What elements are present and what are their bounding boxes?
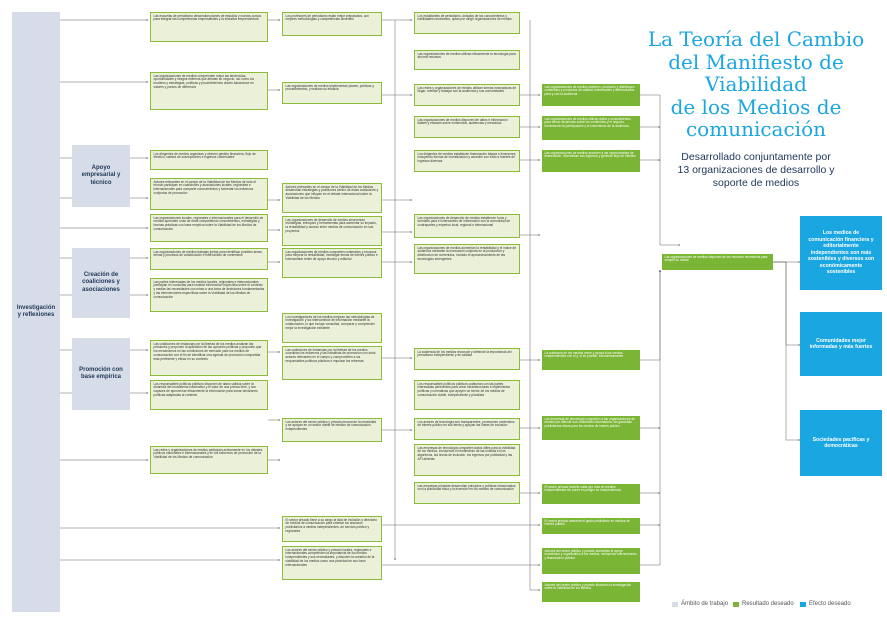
title-line: La Teoría del Cambio [647,27,865,51]
work-area-coalitions: Creación de coaliciones y asociaciones [72,248,130,318]
impact-box: Comunidades mejor informadas y más fuert… [800,312,882,376]
outcome-box: Las redes y organizaciones de medios uti… [414,84,520,106]
outcome-box: Las redes y organizaciones de medios par… [150,446,268,474]
outcome-box: Las partes interesadas de los medios loc… [150,278,268,312]
result-box: El sector privado aumenta el gasto publi… [542,518,640,534]
subtitle-line: 13 organizaciones de desarrollo y [677,164,835,176]
diagram-subtitle: Desarrollado conjuntamente por 13 organi… [640,151,872,190]
legend-item-effect: Efecto deseado [800,601,851,607]
outcome-box: Las organizaciones de medios trabajan ju… [150,248,268,270]
outcome-box: Las organizaciones locales, regionales e… [150,214,268,242]
impact-box: Los medios de comunicación financiera y … [800,216,882,290]
outcome-box: Las organizaciones de medios aumentan la… [414,244,520,274]
legend-item-result: Resultado deseado [733,601,794,607]
title-line: del Manifiesto de [668,49,844,74]
result-box: Actores del sector público y privado aum… [542,548,640,574]
subtitle-line: soporte de medios [712,177,800,189]
outcome-box: Las organizaciones de medios comparten c… [282,248,382,278]
outcome-box: Las empresas privadas desarrollan princi… [414,482,520,504]
outcome-box: Las organizaciones de desarrollo de medi… [414,214,520,238]
outcome-box: Las organizaciones de medios disponen de… [414,116,520,138]
outcome-box: Las organizaciones de desarrollo de medi… [282,216,382,246]
outcome-box: Actores relevantes en el campo de la Via… [282,183,382,213]
outcome-box: Las organizaciones de medios implementan… [282,82,382,104]
outcome-box: Las escuelas de periodismo desarrollan p… [150,12,268,42]
result-box: Actores del sector público y privado fin… [542,582,640,602]
outcome-box: Las organizaciones de medios comprenden … [150,72,268,110]
result-box: Las organizaciones de medios obtienen, p… [542,84,640,106]
legend-swatch [800,601,806,607]
outcome-box: Los responsables políticos públicos cola… [414,380,520,410]
work-area-label: Creación de coaliciones y asociaciones [82,271,120,293]
outcome-box: Los investigadores de los medios mejoran… [282,313,382,343]
outcome-box: Los responsables políticos públicos disp… [150,380,268,410]
result-box: Las organizaciones de medios acceden a l… [542,150,640,172]
outcome-box: Los actores del sector público y privado… [282,546,382,580]
title-line: de los Medios de [670,94,842,119]
result-box: Las organizaciones de medios utilizan da… [542,116,640,140]
work-area-label: Promoción con base empírica [79,366,123,381]
legend-label: Resultado deseado [742,601,794,607]
result-box: La audiencia de los medios crece y apoya… [542,350,640,370]
diagram-title: La Teoría del Cambio del Manifiesto de V… [632,28,880,141]
outcome-box: Los actores de tecnología son transparen… [414,418,520,440]
legend-swatch [733,601,739,607]
work-area-advocacy: Promoción con base empírica [72,338,130,410]
outcome-box: Los actores del sector público y privado… [282,418,382,442]
work-area-business-support: Apoyo empresarial y técnico [72,145,130,207]
subtitle-line: Desarrollado conjuntamente por [681,151,831,163]
outcome-box: La audiencia de los medios reconoce y de… [414,348,520,370]
outcome-box: Las organizaciones de medios utilizan ef… [414,50,520,70]
legend-label: Ámbito de trabajo [681,601,729,607]
outcome-box: Los dirigentes de medios establecen fina… [414,150,520,172]
outcome-box: El sector privado tiene a su cargo la li… [282,516,382,542]
legend-swatch [672,601,678,607]
impact-box: Sociedades pacíficas y democráticas [800,410,882,476]
outcome-box: Los profesores de periodismo están mejor… [282,12,382,36]
outcome-box: Las coaliciones de instancias por la lib… [282,346,382,380]
result-box: El sector privado invierte cada vez más … [542,484,640,504]
outcome-box: Las empresas de tecnología comparten dat… [414,444,520,476]
title-line: Viabilidad [705,72,807,96]
outcome-box: Los dirigentes de medios organizan y ofr… [150,150,268,170]
work-area-label: Investigación y reflexiones [16,304,56,319]
outcome-box: Actores relevantes en el campo de la Via… [150,178,268,210]
work-area-investigation: Investigación y reflexiones [12,12,60,612]
result-box: Las organizaciones de medios disponen de… [662,254,773,270]
title-line: comunicación [685,117,826,141]
outcome-box: Las coaliciones de instancias por la lib… [150,340,268,376]
legend-label: Efecto deseado [809,601,851,607]
work-area-label: Apoyo empresarial y técnico [81,164,121,186]
outcome-box: Los estudiantes de periodismo, dotados d… [414,12,520,34]
result-box: Las empresas de tecnología comparten a l… [542,416,640,440]
legend-item-work: Ámbito de trabajo [672,601,728,607]
